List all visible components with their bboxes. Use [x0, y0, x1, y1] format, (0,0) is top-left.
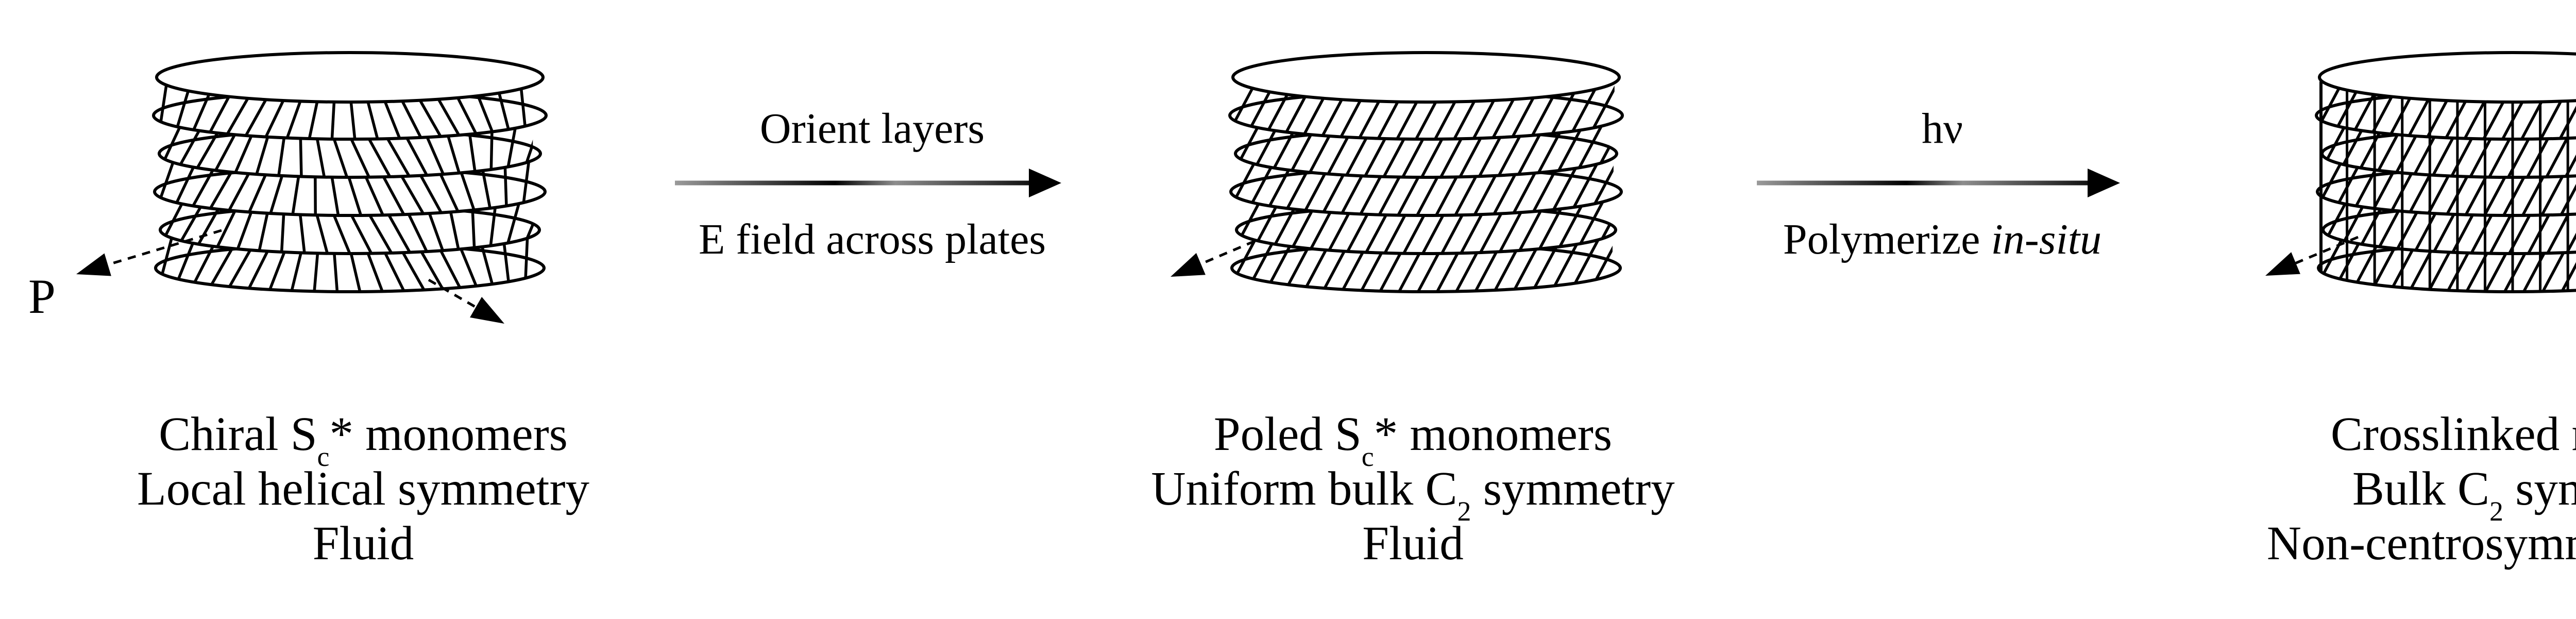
caption-line: Uniform bulk C2 symmetry — [1151, 462, 1675, 527]
polarization-label: P — [28, 269, 56, 324]
poled-smectic-stack-figure — [1154, 36, 1700, 376]
process-arrow-orient — [675, 169, 1061, 197]
polarization-arrow-line — [1200, 240, 1255, 265]
stage-caption-chiral: Chiral Sc* monomers Local helical symmet… — [98, 407, 629, 571]
arrowhead-right-icon — [2088, 169, 2120, 197]
top-layer-ellipse — [1231, 51, 1621, 104]
caption-line: Fluid — [1362, 517, 1464, 570]
polarization-arrowhead-icon — [1171, 253, 1206, 277]
top-layer-ellipse — [155, 51, 545, 104]
polarization-arrowhead-icon — [470, 297, 504, 324]
caption-line: Chiral Sc* monomers — [159, 408, 568, 473]
caption-line: Fluid — [312, 517, 414, 570]
polarization-arrow-line — [428, 278, 477, 309]
caption-line: Bulk C2 symmetry — [2352, 462, 2576, 527]
helical-layer-stack-drawing: P — [28, 51, 548, 324]
transition-orient-label-top: Orient layers — [759, 105, 985, 153]
arrowhead-right-icon — [1029, 169, 1061, 197]
caption-line: Poled Sc* monomers — [1213, 408, 1613, 473]
polarization-arrowhead-icon — [76, 253, 111, 276]
crosslinked-network-stack-figure — [2241, 36, 2576, 376]
polarization-arrow-line — [2295, 236, 2359, 264]
stage-caption-poled: Poled Sc* monomers Uniform bulk C2 symme… — [1113, 407, 1713, 571]
uniform-tilt-layer-stack-drawing — [1171, 51, 1624, 293]
process-arrow-polymerize — [1757, 169, 2120, 197]
chiral-smectic-stack-figure: P — [10, 36, 548, 387]
caption-line: Local helical symmetry — [137, 462, 589, 515]
caption-line: Non-centrosymmetric solid — [2266, 517, 2576, 570]
transition-polymerize-label-top: hν — [1922, 105, 1963, 153]
crosslink-grid — [2346, 77, 2569, 292]
transition-polymerize-label-bottom: Polymerize in-situ — [1783, 215, 2102, 263]
stage-caption-crosslinked: Crosslinked network Bulk C2 symmetry Non… — [2226, 407, 2576, 571]
caption-line: Crosslinked network — [2330, 408, 2576, 461]
polarization-arrowhead-icon — [2265, 252, 2300, 276]
top-layer-ellipse — [2318, 51, 2576, 104]
transition-orient-label-bottom: E field across plates — [698, 215, 1046, 263]
crosslinked-layer-stack-drawing — [2265, 51, 2576, 293]
polarization-arrow-line — [107, 229, 222, 266]
